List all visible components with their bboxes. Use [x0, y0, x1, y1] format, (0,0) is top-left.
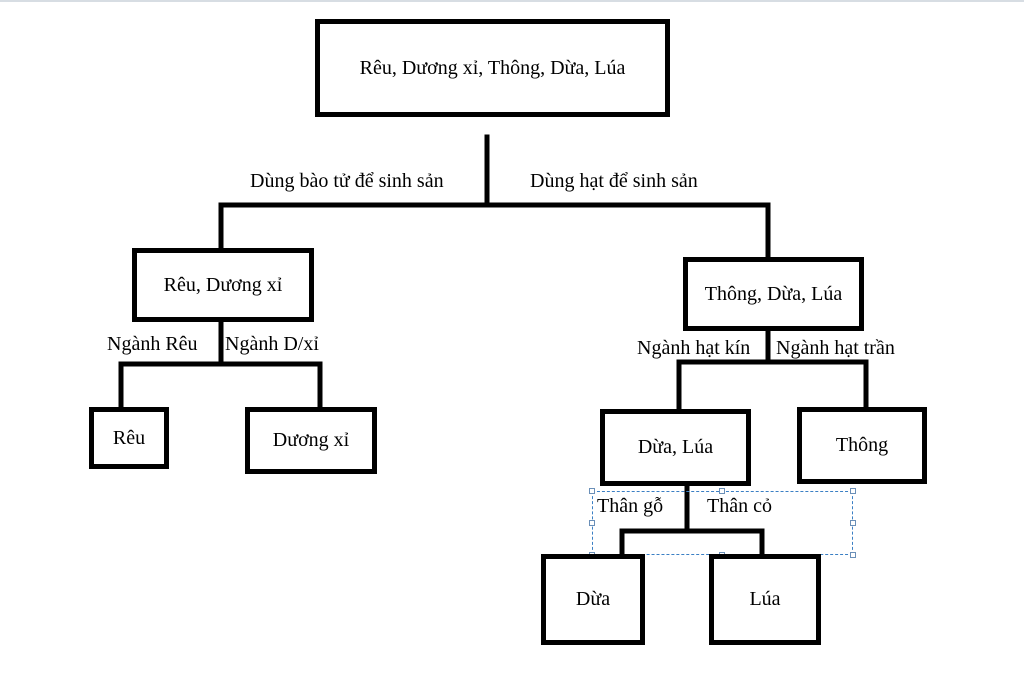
edge-label-hat-tran: Ngành hạt trần — [776, 337, 895, 359]
edge-label-than-co: Thân cỏ — [707, 495, 772, 517]
node-thong-label: Thông — [835, 434, 889, 456]
selection-handle[interactable] — [850, 520, 856, 526]
edge-label-nganh-reu: Ngành Rêu — [107, 333, 198, 355]
edge-label-hat-kin: Ngành hạt kín — [637, 337, 751, 359]
selection-handle[interactable] — [719, 488, 725, 494]
selection-handle[interactable] — [850, 552, 856, 558]
node-lua: Lúa — [709, 554, 821, 645]
node-root: Rêu, Dương xỉ, Thông, Dừa, Lúa — [315, 19, 670, 117]
node-thong: Thông — [797, 407, 927, 484]
node-reu-duongxi-label: Rêu, Dương xỉ — [163, 273, 283, 296]
node-duongxi: Dương xỉ — [245, 407, 377, 474]
edge-label-nganh-dxi: Ngành D/xỉ — [225, 333, 319, 355]
node-dua-label: Dừa — [575, 588, 611, 610]
node-reu-label: Rêu — [112, 426, 146, 449]
selection-handle[interactable] — [850, 488, 856, 494]
selection-handle[interactable] — [589, 520, 595, 526]
node-thong-dua-lua: Thông, Dừa, Lúa — [683, 257, 864, 331]
node-lua-label: Lúa — [749, 588, 781, 610]
node-root-label: Rêu, Dương xỉ, Thông, Dừa, Lúa — [359, 56, 626, 79]
edge-label-than-go: Thân gỗ — [597, 495, 664, 517]
node-duongxi-label: Dương xỉ — [272, 429, 350, 451]
node-dua-lua: Dừa, Lúa — [600, 409, 751, 486]
edge-label-bao-tu: Dùng bào tử để sinh sản — [250, 170, 444, 192]
top-divider — [0, 0, 1024, 2]
edge-label-hat: Dùng hạt để sinh sản — [530, 170, 698, 192]
node-reu-duongxi: Rêu, Dương xỉ — [132, 248, 314, 322]
node-dua-lua-label: Dừa, Lúa — [637, 436, 714, 458]
node-thong-dua-lua-label: Thông, Dừa, Lúa — [704, 282, 843, 305]
selection-handle[interactable] — [589, 488, 595, 494]
node-reu: Rêu — [89, 407, 169, 469]
node-dua: Dừa — [541, 554, 645, 645]
